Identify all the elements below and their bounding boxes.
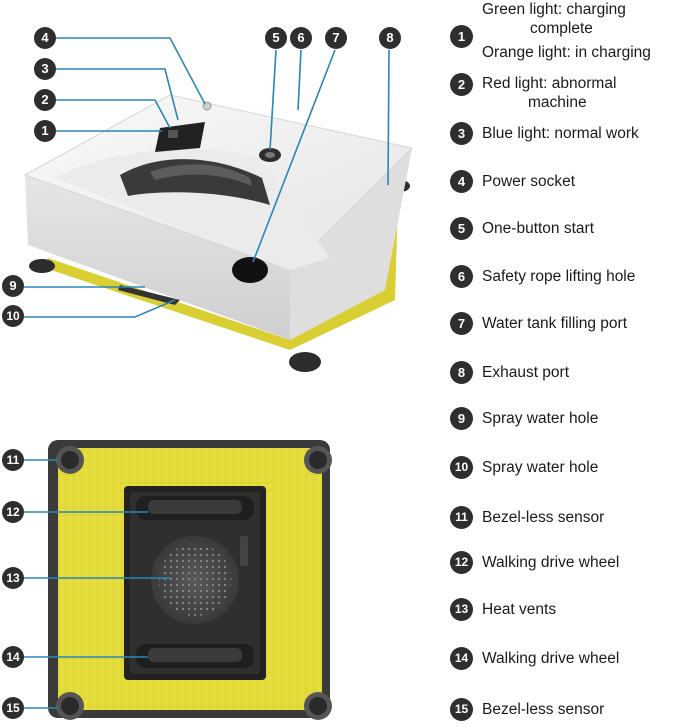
legend-badge-6: 6 bbox=[450, 265, 473, 288]
legend-text-2a: Red light: abnormal bbox=[482, 75, 617, 92]
legend-text-2b: machine bbox=[528, 94, 587, 111]
legend-badge-14: 14 bbox=[450, 647, 473, 670]
legend-badge-15: 15 bbox=[450, 698, 473, 721]
legend-text-5: One-button start bbox=[482, 220, 595, 237]
callout-badge-4: 4 bbox=[34, 27, 56, 49]
callout-badge-7: 7 bbox=[325, 27, 347, 49]
legend-text-8: Exhaust port bbox=[482, 364, 570, 381]
legend-text-3: Blue light: normal work bbox=[482, 125, 639, 142]
legend-text-11: Bezel-less sensor bbox=[482, 509, 605, 526]
top-robot-front-side bbox=[25, 175, 290, 340]
callout-badge-11: 11 bbox=[2, 449, 24, 471]
legend-badge-4: 4 bbox=[450, 170, 473, 193]
top-robot-display bbox=[155, 122, 205, 152]
callout-badge-10: 10 bbox=[2, 305, 24, 327]
legend-text-1a: Green light: charging bbox=[482, 1, 626, 18]
top-robot-right-side bbox=[290, 148, 412, 340]
callout-badge-3: 3 bbox=[34, 58, 56, 80]
top-robot-spray-slot bbox=[118, 285, 180, 305]
legend-badge-1: 1 bbox=[450, 25, 473, 48]
legend-badge-13: 13 bbox=[450, 598, 473, 621]
legend-badge-11: 11 bbox=[450, 506, 473, 529]
legend-badge-2: 2 bbox=[450, 73, 473, 96]
legend-badge-12: 12 bbox=[450, 551, 473, 574]
callout-badge-5: 5 bbox=[265, 27, 287, 49]
leader-lines bbox=[24, 37, 390, 709]
legend-text-12: Walking drive wheel bbox=[482, 554, 620, 571]
callout-badge-15: 15 bbox=[2, 697, 24, 719]
legend-text-7: Water tank filling port bbox=[482, 315, 628, 332]
legend-badge-10: 10 bbox=[450, 456, 473, 479]
callout-badge-6: 6 bbox=[290, 27, 312, 49]
legend-badge-3: 3 bbox=[450, 122, 473, 145]
callout-badge-8: 8 bbox=[379, 27, 401, 49]
top-robot-water-port bbox=[232, 257, 268, 283]
legend-text-14: Walking drive wheel bbox=[482, 650, 620, 667]
callout-badge-1: 1 bbox=[34, 120, 56, 142]
top-robot-foot bbox=[29, 259, 55, 273]
legend-badge-7: 7 bbox=[450, 312, 473, 335]
legend-text-9: Spray water hole bbox=[482, 410, 599, 427]
legend-text-6: Safety rope lifting hole bbox=[482, 268, 636, 285]
legend-badge-5: 5 bbox=[450, 217, 473, 240]
legend-text-15: Bezel-less sensor bbox=[482, 701, 605, 718]
legend-text-10: Spray water hole bbox=[482, 459, 599, 476]
legend-badge-8: 8 bbox=[450, 361, 473, 384]
callout-badge-14: 14 bbox=[2, 646, 24, 668]
callout-badge-9: 9 bbox=[2, 275, 24, 297]
callout-badge-13: 13 bbox=[2, 567, 24, 589]
top-robot-foot bbox=[289, 352, 321, 372]
callout-badge-12: 12 bbox=[2, 501, 24, 523]
top-robot-pad bbox=[45, 195, 398, 350]
legend-text-4: Power socket bbox=[482, 173, 576, 190]
callout-badge-2: 2 bbox=[34, 89, 56, 111]
legend-badge-9: 9 bbox=[450, 407, 473, 430]
legend-text-1c: Orange light: in charging bbox=[482, 44, 651, 61]
legend-text-1b: complete bbox=[530, 20, 593, 37]
legend-text-13: Heat vents bbox=[482, 601, 557, 618]
